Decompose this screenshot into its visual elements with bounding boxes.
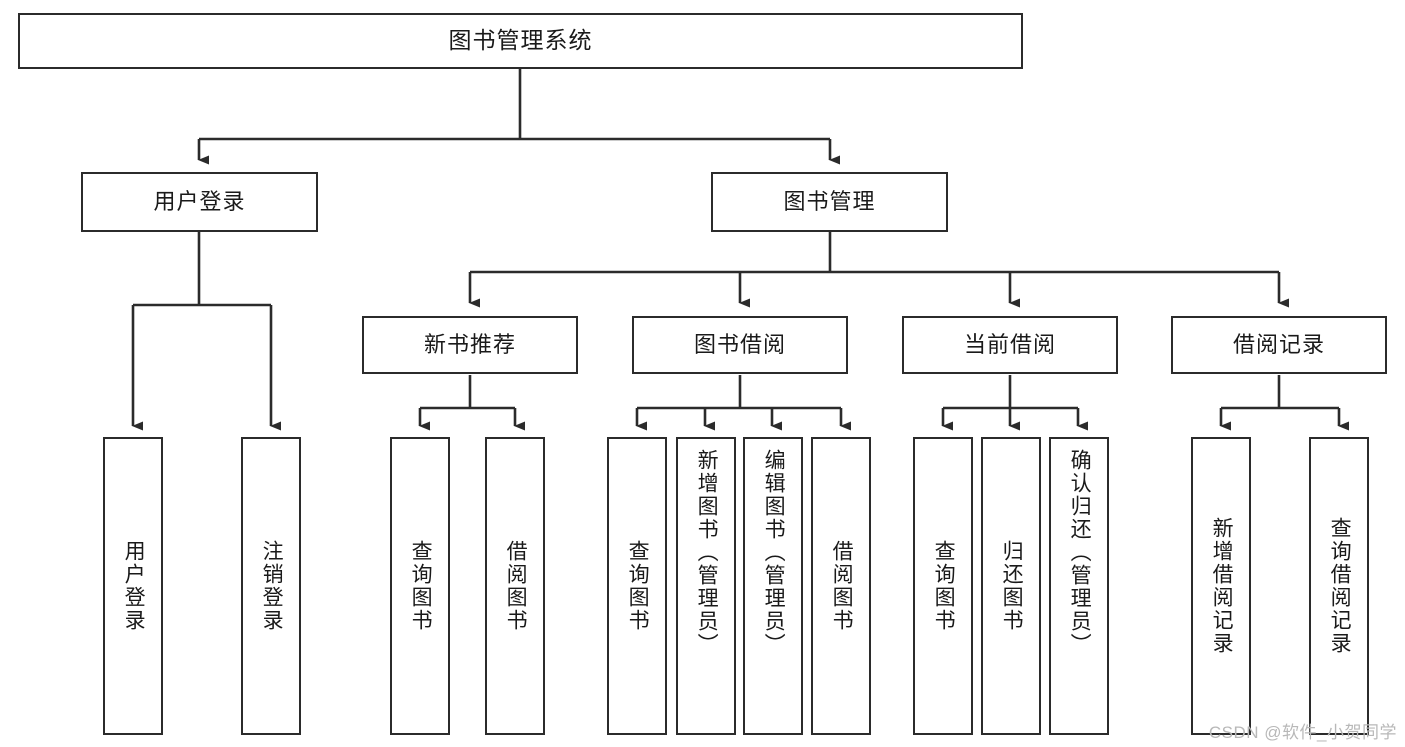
node-leaf-edit-book[interactable]: 编辑图书（管理员） (743, 437, 803, 735)
node-leaf-return-book[interactable]: 归还图书 (981, 437, 1041, 735)
node-leaf-borrow-book-1[interactable]: 借阅图书 (485, 437, 545, 735)
node-label: 借阅记录 (1232, 331, 1325, 357)
node-leaf-query-borrow-record[interactable]: 查询借阅记录 (1309, 437, 1369, 735)
node-label: 当前借阅 (963, 331, 1056, 357)
node-label: 用户登录 (122, 540, 146, 632)
node-book-management[interactable]: 图书管理 (711, 172, 948, 232)
node-label: 新增图书（管理员） (695, 449, 719, 656)
node-book-borrow[interactable]: 图书借阅 (632, 316, 848, 374)
node-current-borrow[interactable]: 当前借阅 (902, 316, 1118, 374)
node-leaf-confirm-return[interactable]: 确认归还（管理员） (1049, 437, 1109, 735)
node-label: 编辑图书（管理员） (762, 449, 786, 656)
node-label: 借阅图书 (830, 540, 854, 632)
node-borrow-record[interactable]: 借阅记录 (1171, 316, 1387, 374)
node-label: 查询图书 (626, 540, 650, 632)
node-leaf-query-book-3[interactable]: 查询图书 (913, 437, 973, 735)
node-new-book-recommend[interactable]: 新书推荐 (362, 316, 578, 374)
node-leaf-query-book-1[interactable]: 查询图书 (390, 437, 450, 735)
node-leaf-add-borrow-record[interactable]: 新增借阅记录 (1191, 437, 1251, 735)
node-label: 确认归还（管理员） (1068, 449, 1092, 656)
node-user-login[interactable]: 用户登录 (81, 172, 318, 232)
node-leaf-logout-login[interactable]: 注销登录 (241, 437, 301, 735)
node-leaf-add-book[interactable]: 新增图书（管理员） (676, 437, 736, 735)
node-label: 图书管理系统 (448, 27, 593, 54)
node-leaf-user-login[interactable]: 用户登录 (103, 437, 163, 735)
node-leaf-query-book-2[interactable]: 查询图书 (607, 437, 667, 735)
watermark-text: CSDN @软件_小贺同学 (1208, 723, 1397, 742)
node-label: 图书借阅 (693, 331, 786, 357)
node-label: 用户登录 (153, 188, 246, 214)
node-label: 归还图书 (1000, 540, 1024, 632)
node-label: 注销登录 (260, 540, 284, 632)
node-label: 新增借阅记录 (1210, 517, 1234, 655)
node-label: 图书管理 (783, 188, 876, 214)
node-root-system[interactable]: 图书管理系统 (18, 13, 1023, 69)
node-label: 新书推荐 (423, 331, 516, 357)
node-leaf-borrow-book-2[interactable]: 借阅图书 (811, 437, 871, 735)
node-label: 查询图书 (932, 540, 956, 632)
node-label: 查询借阅记录 (1328, 517, 1352, 655)
node-label: 查询图书 (409, 540, 433, 632)
node-label: 借阅图书 (504, 540, 528, 632)
